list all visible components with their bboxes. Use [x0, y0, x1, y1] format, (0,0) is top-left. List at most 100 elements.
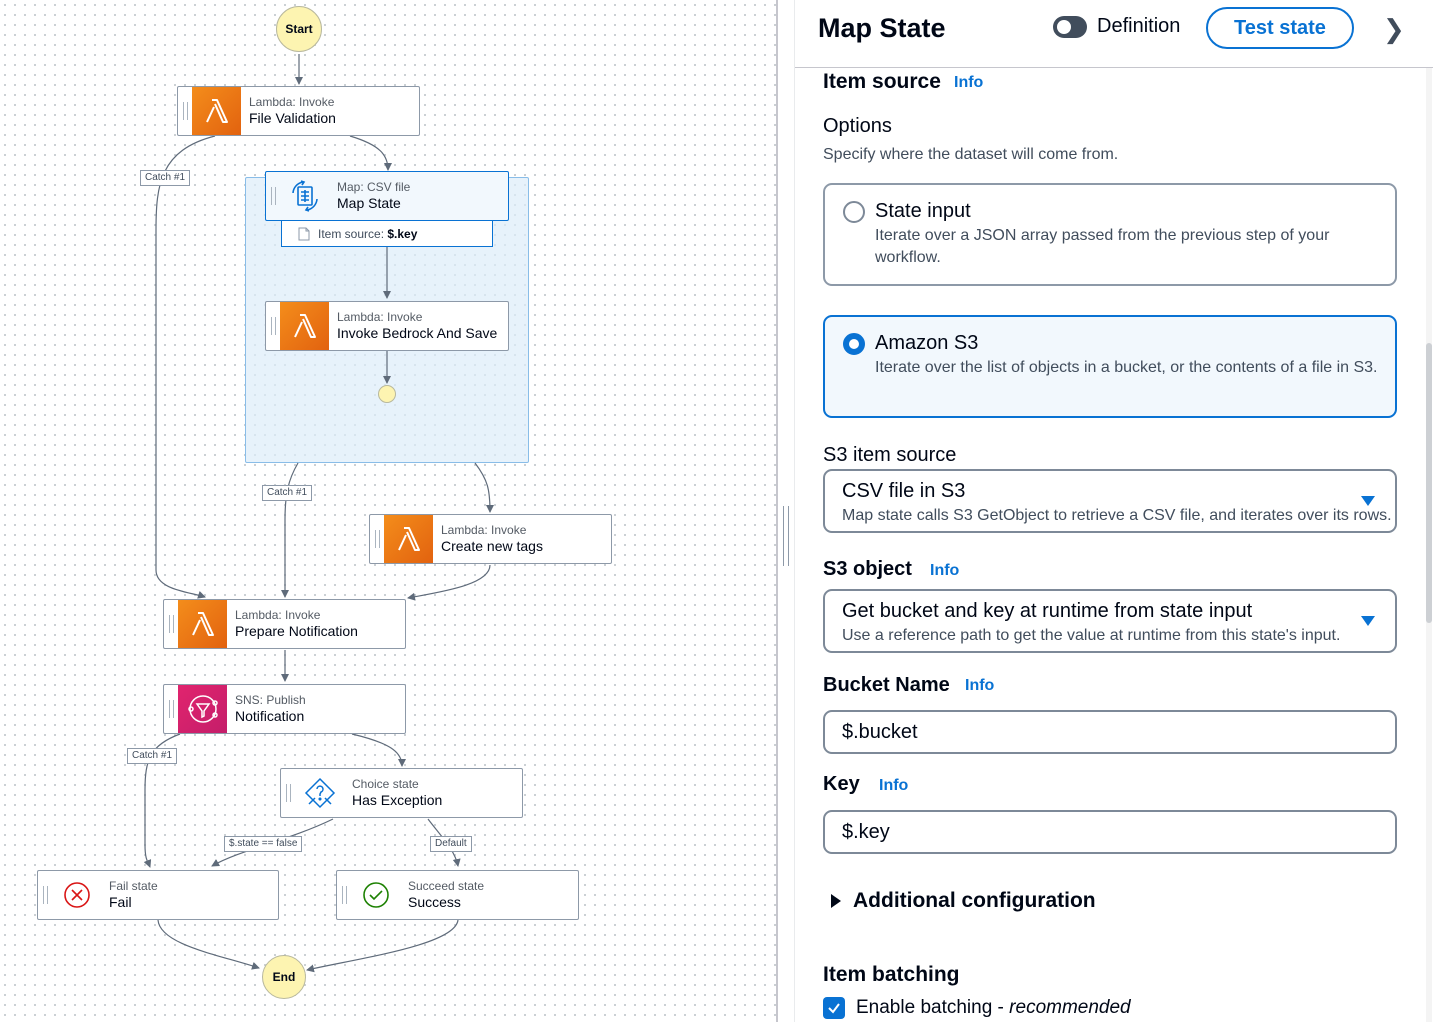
edge-create-tags-to-prepare — [407, 564, 491, 601]
additional-configuration-label: Additional configuration — [853, 889, 1096, 912]
option-description: Iterate over the list of objects in a bu… — [875, 359, 1378, 376]
item-batching-heading: Item batching — [823, 963, 960, 986]
panel-scrollbar[interactable] — [1426, 68, 1432, 1022]
edge-notification-catch — [143, 733, 181, 868]
select-description: Use a reference path to get the value at… — [842, 627, 1341, 644]
start-label: Start — [285, 22, 313, 36]
check-icon — [828, 1003, 840, 1014]
inspector-panel: Map State Definition Test state ❯ Item s… — [794, 0, 1433, 1022]
lambda-icon — [178, 600, 227, 648]
option-description: Iterate over a JSON array passed from th… — [875, 227, 1330, 266]
node-name: Create new tags — [441, 537, 543, 554]
node-name: Notification — [235, 707, 305, 724]
node-type: Choice state — [352, 776, 419, 791]
drag-handle[interactable] — [38, 871, 52, 919]
workflow-edges — [143, 54, 494, 973]
map-end-dot — [378, 385, 396, 403]
test-state-button[interactable]: Test state — [1206, 7, 1354, 49]
lambda-icon — [384, 515, 433, 563]
node-notification[interactable]: SNS: Publish Notification — [163, 684, 406, 734]
node-name: Fail — [109, 893, 132, 910]
key-label: Key — [823, 773, 860, 795]
node-success[interactable]: Succeed state Success — [336, 870, 579, 920]
edge-map-catch — [281, 462, 299, 598]
drag-handle[interactable] — [164, 685, 178, 733]
enable-batching-checkbox[interactable] — [823, 997, 845, 1019]
drag-handle[interactable] — [266, 302, 280, 350]
map-csv-icon — [280, 172, 329, 220]
bucket-name-info-link[interactable]: Info — [965, 677, 995, 694]
panel-splitter[interactable] — [776, 0, 778, 1022]
drag-handle[interactable] — [337, 871, 351, 919]
options-label: Options — [823, 115, 892, 137]
node-type: Succeed state — [408, 878, 485, 893]
s3-item-source-select[interactable]: CSV file in S3 Map state calls S3 GetObj… — [823, 469, 1397, 533]
panel-title: Map State — [818, 13, 946, 43]
s3-item-source-label: S3 item source — [823, 444, 957, 466]
drag-handle[interactable] — [164, 600, 178, 648]
node-name: Map State — [337, 194, 401, 211]
map-item-source: Item source: $.key — [281, 221, 493, 247]
node-type: SNS: Publish — [235, 692, 306, 707]
panel-header: Map State Definition Test state ❯ — [795, 0, 1433, 68]
start-node[interactable]: Start — [276, 6, 322, 52]
lambda-icon — [280, 302, 329, 350]
select-value: CSV file in S3 — [842, 480, 966, 502]
node-type: Lambda: Invoke — [249, 94, 335, 109]
end-node[interactable]: End — [262, 955, 306, 999]
caret-right-icon — [831, 894, 841, 908]
item-source-prefix: Item source: — [318, 226, 385, 241]
edge-label-catch: Catch #1 — [140, 170, 191, 186]
fail-icon — [52, 871, 101, 919]
option-state-input[interactable]: State input Iterate over a JSON array pa… — [823, 183, 1397, 286]
node-name: Invoke Bedrock And Save — [337, 324, 498, 341]
node-name: File Validation — [249, 109, 336, 126]
drag-handle[interactable] — [266, 172, 280, 220]
caret-down-icon — [1361, 616, 1375, 626]
node-name: Success — [408, 893, 461, 910]
node-create-new-tags[interactable]: Lambda: Invoke Create new tags — [369, 514, 612, 564]
node-file-validation[interactable]: Lambda: Invoke File Validation — [177, 86, 420, 136]
caret-down-icon — [1361, 496, 1375, 506]
additional-configuration-expander[interactable]: Additional configuration — [831, 889, 1096, 913]
options-description: Specify where the dataset will come from… — [823, 146, 1119, 163]
node-map-state[interactable]: Map: CSV file Map State — [265, 171, 509, 221]
item-source-heading: Item source — [823, 70, 941, 93]
node-name: Prepare Notification — [235, 622, 358, 639]
option-title: State input — [875, 200, 971, 222]
s3-object-info-link[interactable]: Info — [930, 562, 960, 579]
edge-label-catch: Catch #1 — [262, 485, 313, 501]
key-input[interactable]: $.key — [823, 810, 1397, 854]
chevron-right-icon[interactable]: ❯ — [1383, 14, 1405, 44]
node-invoke-bedrock[interactable]: Lambda: Invoke Invoke Bedrock And Save — [265, 301, 509, 351]
radio-button[interactable] — [843, 201, 865, 223]
item-source-info-link[interactable]: Info — [954, 74, 984, 91]
file-icon — [298, 227, 310, 240]
radio-button-selected[interactable] — [843, 333, 865, 355]
s3-object-select[interactable]: Get bucket and key at runtime from state… — [823, 589, 1397, 653]
node-prepare-notification[interactable]: Lambda: Invoke Prepare Notification — [163, 599, 406, 649]
edge-success-to-end — [306, 919, 459, 973]
node-type: Fail state — [109, 878, 158, 893]
edge-label-state-false: $.state == false — [224, 836, 303, 852]
edge-notification-to-choice — [351, 733, 406, 767]
edge-map-to-create-tags — [474, 462, 494, 513]
splitter-grip[interactable] — [783, 506, 789, 566]
node-has-exception[interactable]: Choice state Has Exception — [280, 768, 523, 818]
node-type: Lambda: Invoke — [441, 522, 527, 537]
s3-object-label: S3 object — [823, 558, 912, 580]
scrollbar-thumb[interactable] — [1426, 343, 1432, 623]
edge-file-validation-catch — [155, 135, 216, 599]
drag-handle[interactable] — [370, 515, 384, 563]
drag-handle[interactable] — [178, 87, 192, 135]
panel-body[interactable]: Item source Info Options Specify where t… — [795, 68, 1433, 1022]
node-fail[interactable]: Fail state Fail — [37, 870, 279, 920]
option-amazon-s3[interactable]: Amazon S3 Iterate over the list of objec… — [823, 315, 1397, 418]
bucket-name-input[interactable]: $.bucket — [823, 710, 1397, 754]
definition-toggle[interactable] — [1053, 16, 1087, 38]
key-info-link[interactable]: Info — [879, 777, 909, 794]
workflow-canvas[interactable]: Start Lambda: Invoke File Validation Map… — [0, 0, 776, 1022]
success-icon — [351, 871, 400, 919]
drag-handle[interactable] — [281, 769, 295, 817]
item-source-value: $.key — [387, 226, 418, 241]
